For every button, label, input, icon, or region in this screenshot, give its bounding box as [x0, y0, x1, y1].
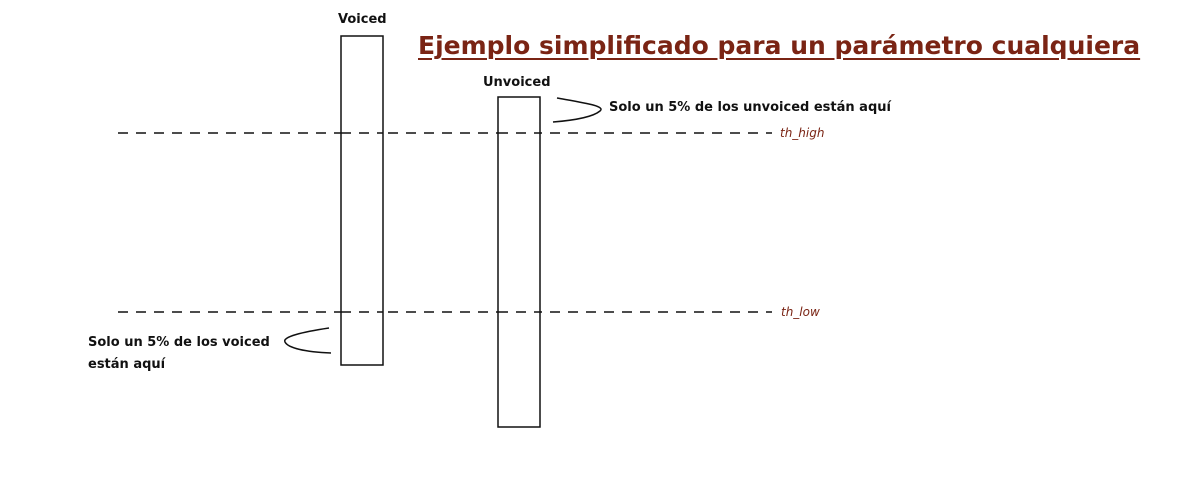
- unvoiced-box: [497, 96, 541, 428]
- voiced-label: Voiced: [338, 12, 387, 27]
- unvoiced-label: Unvoiced: [483, 75, 551, 90]
- th-high-label: th_high: [780, 126, 825, 140]
- th-low-label: th_low: [781, 305, 820, 319]
- voiced-note-line-2: están aquí: [88, 357, 166, 372]
- unvoiced-callout-brace: [552, 97, 602, 123]
- voiced-callout-brace: [284, 327, 332, 354]
- voiced-note: Solo un 5% de los voiced están aquí: [88, 332, 270, 376]
- diagram-title: Ejemplo simplificado para un parámetro c…: [418, 31, 1141, 60]
- voiced-note-line-1: Solo un 5% de los voiced: [88, 335, 270, 350]
- voiced-box: [340, 35, 384, 366]
- unvoiced-note: Solo un 5% de los unvoiced están aquí: [609, 100, 891, 115]
